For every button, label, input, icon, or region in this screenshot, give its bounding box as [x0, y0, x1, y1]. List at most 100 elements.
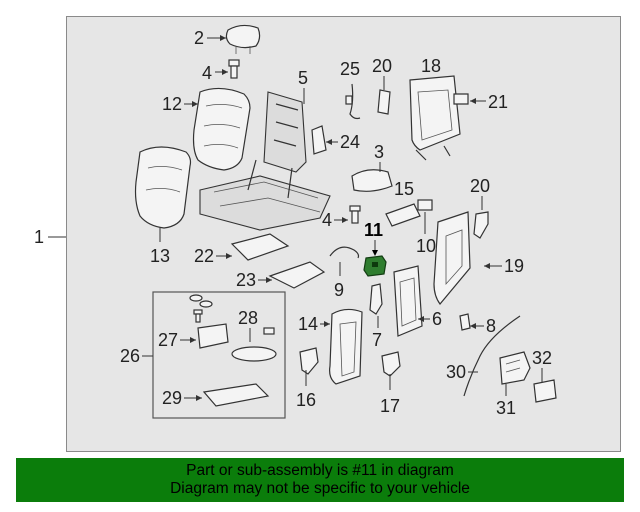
part-27-latch[interactable] [197, 323, 229, 349]
callout-20-top: 20 [372, 56, 392, 90]
svg-text:9: 9 [334, 280, 344, 300]
fitment-notice-banner: Part or sub-assembly is #11 in diagram D… [16, 458, 624, 502]
callout-32: 32 [532, 348, 552, 382]
callout-13: 13 [150, 228, 170, 266]
svg-text:29: 29 [162, 388, 182, 408]
svg-text:10: 10 [416, 236, 436, 256]
callout-12: 12 [162, 94, 198, 114]
svg-text:12: 12 [162, 94, 182, 114]
part-22-mat[interactable] [230, 233, 290, 261]
part-30-cable[interactable] [463, 315, 521, 397]
callout-4-top: 4 [202, 63, 228, 83]
callout-28: 28 [238, 308, 258, 342]
part-16-bracket[interactable] [299, 347, 319, 375]
part-19-side-trim[interactable] [433, 211, 471, 305]
part-4-guide-mid[interactable] [349, 205, 361, 224]
part-28-cap[interactable] [231, 327, 277, 362]
callout-1: 1 [34, 227, 66, 247]
callout-18: 18 [421, 56, 441, 76]
callout-6: 6 [418, 309, 442, 329]
callout-3: 3 [374, 142, 384, 172]
callout-22: 22 [194, 246, 232, 266]
part-3-armrest[interactable] [351, 169, 393, 192]
svg-text:7: 7 [372, 330, 382, 350]
part-21-clip[interactable] [453, 93, 469, 105]
callout-16: 16 [296, 370, 316, 410]
banner-line-1: Part or sub-assembly is #11 in diagram [186, 462, 454, 479]
svg-text:4: 4 [322, 210, 332, 230]
part-5-seat-frame[interactable] [199, 91, 331, 231]
svg-text:15: 15 [394, 179, 414, 199]
part-2-headrest[interactable] [225, 24, 261, 54]
svg-text:25: 25 [340, 59, 360, 79]
part-7-bracket[interactable] [369, 283, 383, 315]
part-ring-set[interactable] [189, 294, 213, 323]
svg-text:13: 13 [150, 246, 170, 266]
subassembly-box-26 [152, 291, 286, 419]
callout-30: 30 [446, 362, 478, 382]
svg-text:14: 14 [298, 314, 318, 334]
callout-9: 9 [334, 262, 344, 300]
callout-15: 15 [394, 179, 414, 199]
part-32-cover[interactable] [533, 379, 557, 403]
callout-2: 2 [194, 28, 226, 48]
callout-14: 14 [298, 314, 330, 334]
banner-line-2: Diagram may not be specific to your vehi… [170, 480, 470, 497]
part-10-cap[interactable] [417, 199, 433, 211]
part-4-guide-top[interactable] [228, 59, 240, 79]
part-18-back-board[interactable] [409, 75, 461, 161]
callout-17: 17 [380, 374, 400, 416]
part-12-seatback-cover[interactable] [192, 87, 251, 171]
svg-text:22: 22 [194, 246, 214, 266]
part-6-panel[interactable] [393, 265, 423, 337]
svg-text:32: 32 [532, 348, 552, 368]
svg-text:23: 23 [236, 270, 256, 290]
svg-text:21: 21 [488, 92, 508, 112]
callout-20-right: 20 [470, 176, 490, 210]
svg-text:30: 30 [446, 362, 466, 382]
svg-text:16: 16 [296, 390, 316, 410]
svg-text:19: 19 [504, 256, 524, 276]
svg-text:2: 2 [194, 28, 204, 48]
callout-26: 26 [120, 346, 153, 366]
part-9-cable[interactable] [329, 246, 360, 259]
svg-text:1: 1 [34, 227, 44, 247]
part-20-hinge-top[interactable] [377, 89, 391, 115]
part-15-panel[interactable] [385, 203, 421, 227]
svg-text:17: 17 [380, 396, 400, 416]
callout-11: 11 [364, 220, 383, 256]
callout-7: 7 [372, 316, 382, 350]
part-24-bracket[interactable] [311, 125, 327, 155]
part-8-clip[interactable] [459, 313, 471, 331]
callout-29: 29 [162, 388, 202, 408]
part-11-highlighted[interactable] [363, 255, 387, 277]
part-13-seat-cushion[interactable] [134, 146, 192, 229]
part-23-mat[interactable] [268, 261, 326, 289]
callout-8: 8 [470, 316, 496, 336]
svg-text:27: 27 [158, 330, 178, 350]
callout-31: 31 [496, 384, 516, 418]
callout-21: 21 [470, 92, 508, 112]
svg-text:20: 20 [372, 56, 392, 76]
svg-text:28: 28 [238, 308, 258, 328]
svg-text:3: 3 [374, 142, 384, 162]
svg-text:8: 8 [486, 316, 496, 336]
svg-text:24: 24 [340, 132, 360, 152]
svg-text:20: 20 [470, 176, 490, 196]
callout-23: 23 [236, 270, 272, 290]
svg-text:31: 31 [496, 398, 516, 418]
callout-10: 10 [416, 212, 436, 256]
svg-text:18: 18 [421, 56, 441, 76]
callout-27: 27 [158, 330, 196, 350]
part-29-tray[interactable] [202, 383, 270, 407]
callout-25: 25 [340, 59, 360, 79]
part-31-mechanism[interactable] [499, 351, 531, 385]
part-14-panel[interactable] [329, 308, 363, 385]
svg-text:6: 6 [432, 309, 442, 329]
part-17-bracket[interactable] [381, 351, 401, 377]
svg-text:11: 11 [364, 220, 383, 240]
part-25-strap[interactable] [345, 83, 361, 120]
svg-text:26: 26 [120, 346, 140, 366]
part-20-hinge-right[interactable] [473, 211, 489, 239]
